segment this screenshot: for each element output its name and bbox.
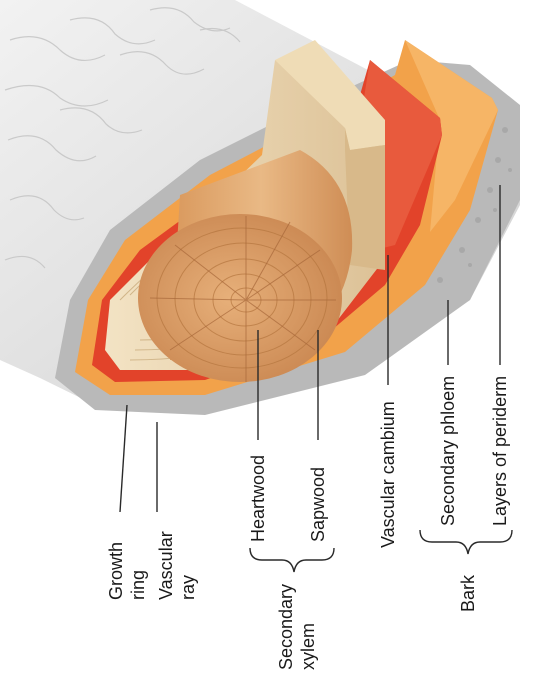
label-growth-ring: Growth ring [106, 542, 148, 600]
leader-lines [119, 185, 513, 573]
vascular-rays [149, 216, 336, 382]
growth-ring-leader [119, 404, 128, 513]
growth-ring-label-line1: Growth [106, 542, 126, 600]
periderm-texture [437, 127, 512, 283]
vascular-ray-label-line2: ray [178, 575, 198, 600]
label-vascular-ray: Vascular ray [156, 531, 198, 600]
sapwood-block-side [345, 128, 385, 270]
bark-label: Bark [458, 574, 478, 612]
secondary-phloem-face [405, 40, 498, 232]
bark-bracket [419, 529, 513, 555]
layers-of-periderm-label: Layers of periderm [490, 376, 510, 526]
growth-ring-label-line2: ring [128, 570, 148, 600]
sapwood-block [275, 40, 385, 150]
secondary-phloem-label: Secondary phloem [438, 376, 458, 526]
secondary-xylem-bracket [249, 547, 335, 573]
heartwood-label: Heartwood [248, 455, 268, 542]
label-secondary-xylem: Secondary xylem [276, 584, 318, 670]
vascular-cambium-label: Vascular cambium [378, 401, 398, 548]
vascular-ray-label-line1: Vascular [156, 531, 176, 600]
secondary-xylem-label-line2: xylem [298, 623, 318, 670]
secondary-xylem-label-line1: Secondary [276, 584, 296, 670]
sapwood-label: Sapwood [308, 467, 328, 542]
